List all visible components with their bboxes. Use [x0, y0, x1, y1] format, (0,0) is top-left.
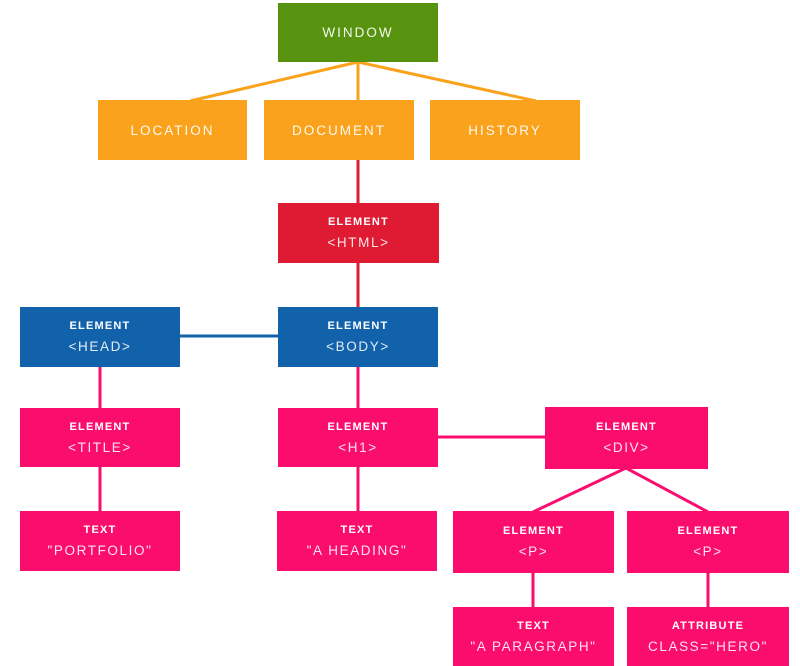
node-location-label: LOCATION: [130, 122, 215, 138]
edge-div-p2: [625, 466, 709, 514]
node-tag-label: <P>: [518, 544, 549, 559]
edge-window-location: [189, 60, 359, 103]
node-tag-label: <TITLE>: [68, 439, 132, 455]
node-element-p-first: ELEMENT <P>: [453, 511, 614, 573]
node-element-p-second: ELEMENT <P>: [627, 511, 789, 573]
node-type-label: ELEMENT: [327, 320, 389, 332]
node-location: LOCATION: [98, 100, 247, 160]
node-element-h1: ELEMENT <H1>: [278, 408, 438, 467]
node-type-label: ELEMENT: [327, 420, 389, 433]
node-tag-label: <HTML>: [327, 235, 390, 250]
node-tag-label: <DIV>: [603, 440, 650, 455]
node-history: HISTORY: [430, 100, 580, 160]
node-type-label: ELEMENT: [596, 421, 657, 433]
node-type-label: TEXT: [83, 524, 117, 536]
node-element-body: ELEMENT <BODY>: [278, 307, 438, 367]
node-document: DOCUMENT: [264, 100, 414, 160]
node-tag-label: "A PARAGRAPH": [470, 639, 597, 654]
node-text-a-heading: TEXT "A HEADING": [277, 511, 437, 571]
node-type-label: ATTRIBUTE: [671, 620, 745, 632]
node-history-label: HISTORY: [468, 122, 542, 138]
node-tag-label: <H1>: [338, 439, 378, 455]
edge-div-p1: [532, 466, 627, 514]
node-text-a-paragraph: TEXT "A PARAGRAPH": [453, 607, 614, 666]
node-element-title: ELEMENT <TITLE>: [20, 408, 180, 467]
node-window: WINDOW: [278, 3, 438, 62]
node-element-head: ELEMENT <HEAD>: [20, 307, 180, 367]
node-attribute-class-hero: ATTRIBUTE CLASS="HERO": [627, 607, 789, 666]
node-tag-label: "A HEADING": [306, 543, 408, 558]
node-type-label: TEXT: [517, 620, 550, 632]
node-type-label: ELEMENT: [503, 525, 564, 537]
node-text-portfolio: TEXT "PORTFOLIO": [20, 511, 180, 571]
node-tag-label: CLASS="HERO": [648, 639, 768, 654]
node-type-label: ELEMENT: [69, 420, 131, 433]
node-window-label: WINDOW: [322, 25, 394, 40]
node-type-label: TEXT: [340, 524, 374, 536]
node-document-label: DOCUMENT: [292, 122, 386, 138]
node-tag-label: <P>: [693, 544, 723, 559]
node-tag-label: <HEAD>: [68, 339, 132, 354]
node-type-label: ELEMENT: [328, 216, 389, 228]
node-element-div: ELEMENT <DIV>: [545, 407, 708, 469]
node-tag-label: "PORTFOLIO": [47, 543, 153, 558]
node-type-label: ELEMENT: [69, 320, 131, 332]
node-type-label: ELEMENT: [677, 525, 739, 537]
edge-window-history: [357, 60, 537, 103]
node-element-html: ELEMENT <HTML>: [278, 203, 439, 263]
node-tag-label: <BODY>: [326, 339, 390, 354]
